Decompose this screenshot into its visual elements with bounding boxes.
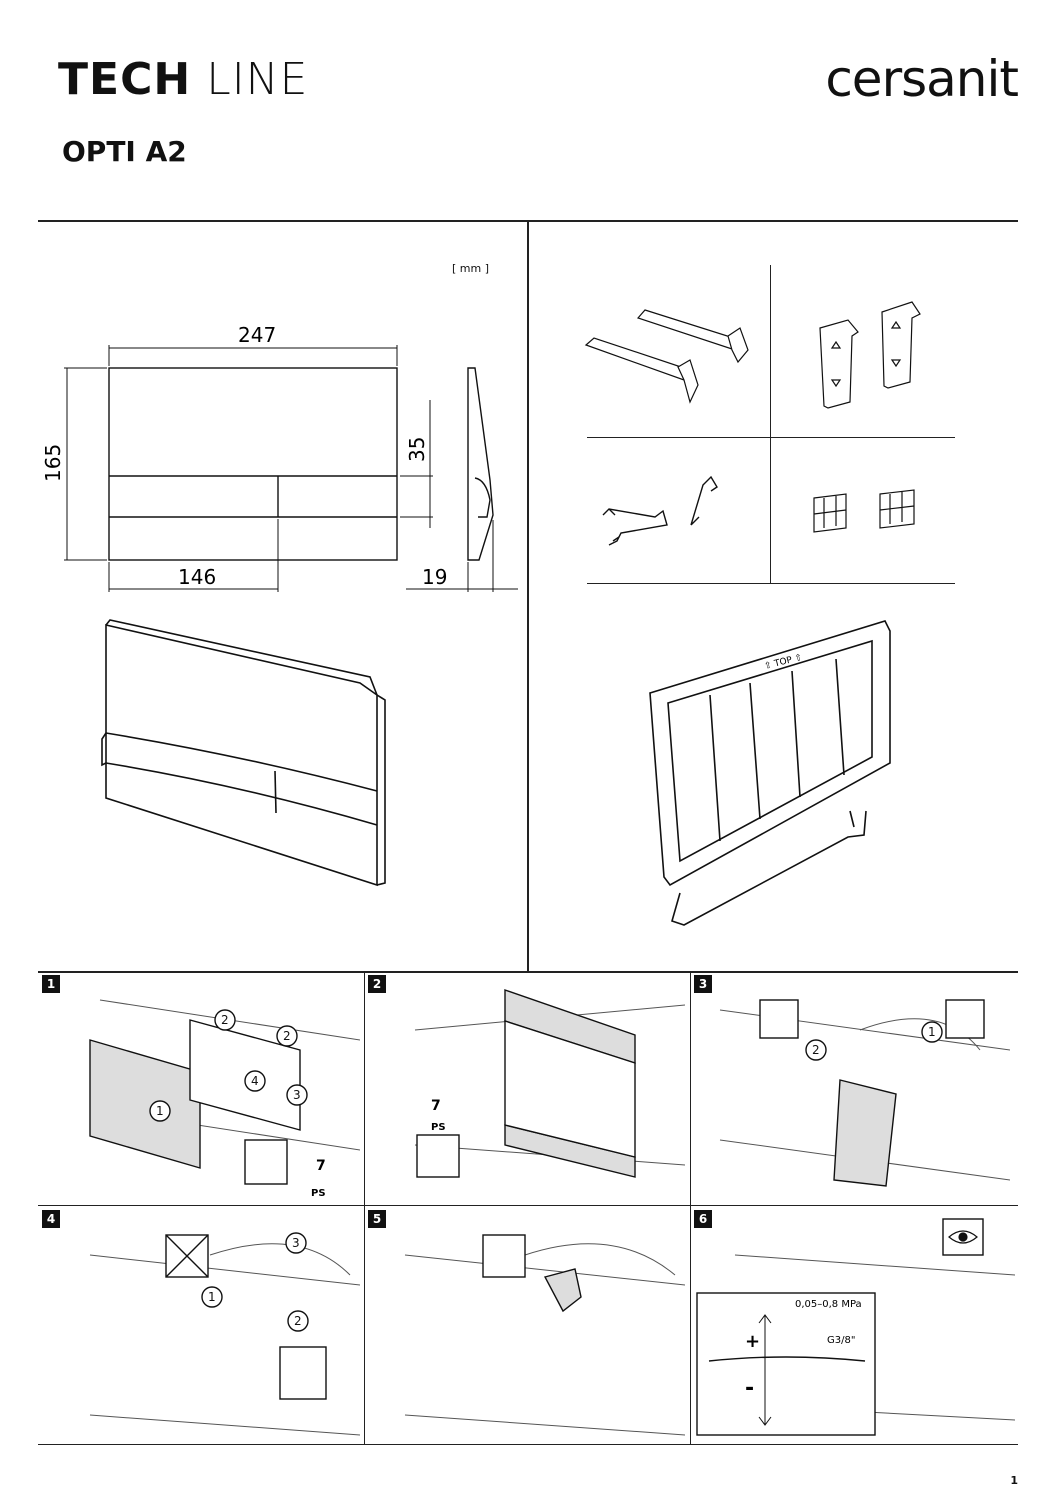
accessory-vdivider xyxy=(770,265,771,583)
brand-title: TECH LINE xyxy=(58,54,308,105)
plate-perspective xyxy=(101,619,386,887)
steps-col-divider-2 xyxy=(690,972,691,1444)
dimension-drawing: 247 165 35 146 19 xyxy=(41,323,518,592)
svg-text:4: 4 xyxy=(251,1074,259,1088)
step-2-badge: 2 xyxy=(368,975,386,993)
step-3-illustration: 21 xyxy=(719,999,1010,1187)
accessory-hdivider xyxy=(587,437,955,438)
steps-col-divider-1 xyxy=(364,972,365,1444)
step1-recycle-material: PS xyxy=(311,1188,326,1199)
center-divider xyxy=(527,220,529,972)
svg-text:1: 1 xyxy=(928,1025,936,1039)
accessory-bottom-line xyxy=(587,583,955,584)
brand-light: LINE xyxy=(206,54,309,105)
thread-label: G3/8" xyxy=(827,1335,855,1346)
company-logo: cersanit xyxy=(825,50,1019,108)
svg-text:2: 2 xyxy=(283,1029,291,1043)
mounting-rails-icon xyxy=(584,309,749,404)
steps-top-divider xyxy=(38,971,1018,973)
svg-text:2: 2 xyxy=(812,1043,820,1057)
step-3-badge: 3 xyxy=(694,975,712,993)
svg-text:3: 3 xyxy=(293,1088,301,1102)
step-1-illustration: 2 2 4 3 1 7 PS xyxy=(89,999,360,1199)
steps-middle-divider xyxy=(38,1205,1018,1206)
step1-recycle-code: 7 xyxy=(316,1158,326,1174)
step-1-badge: 1 xyxy=(42,975,60,993)
depth-label: 19 xyxy=(422,565,447,589)
plate-outline xyxy=(108,367,398,561)
pressure-label: 0,05–0,8 MPa xyxy=(795,1299,862,1310)
step2-recycle-material: PS xyxy=(431,1122,446,1133)
svg-text:2: 2 xyxy=(221,1013,229,1027)
step-4-illustration: 1 3 2 xyxy=(89,1232,360,1436)
width-label: 247 xyxy=(238,323,276,347)
step-5-badge: 5 xyxy=(368,1210,386,1228)
footer-divider xyxy=(38,1444,1018,1445)
svg-text:1: 1 xyxy=(208,1290,216,1304)
step-2-illustration: 7 PS xyxy=(414,989,685,1178)
step2-recycle-code: 7 xyxy=(431,1098,441,1114)
connector-blocks-icon xyxy=(813,489,915,533)
model-name: OPTI A2 xyxy=(62,135,187,168)
wall-brackets-icon xyxy=(819,301,921,409)
svg-text:1: 1 xyxy=(156,1104,164,1118)
minus-sign: - xyxy=(745,1376,754,1401)
spring-clips-icon xyxy=(602,475,718,546)
svg-text:2: 2 xyxy=(294,1314,302,1328)
page-number: 1 xyxy=(1010,1474,1018,1487)
step-6-illustration: 0,05–0,8 MPa G3/8" + - xyxy=(696,1218,1015,1436)
plus-sign: + xyxy=(745,1331,760,1352)
brand-bold: TECH xyxy=(58,54,192,105)
step-6-badge: 6 xyxy=(694,1210,712,1228)
step-4-badge: 4 xyxy=(42,1210,60,1228)
button-width-label: 146 xyxy=(178,565,216,589)
svg-text:3: 3 xyxy=(292,1236,300,1250)
mounting-frame: ⇧ TOP ⇧ xyxy=(649,620,891,926)
button-height-label: 35 xyxy=(405,437,429,462)
step-5-illustration xyxy=(404,1234,685,1436)
unit-label: [ mm ] xyxy=(452,262,490,275)
height-label: 165 xyxy=(41,444,65,482)
